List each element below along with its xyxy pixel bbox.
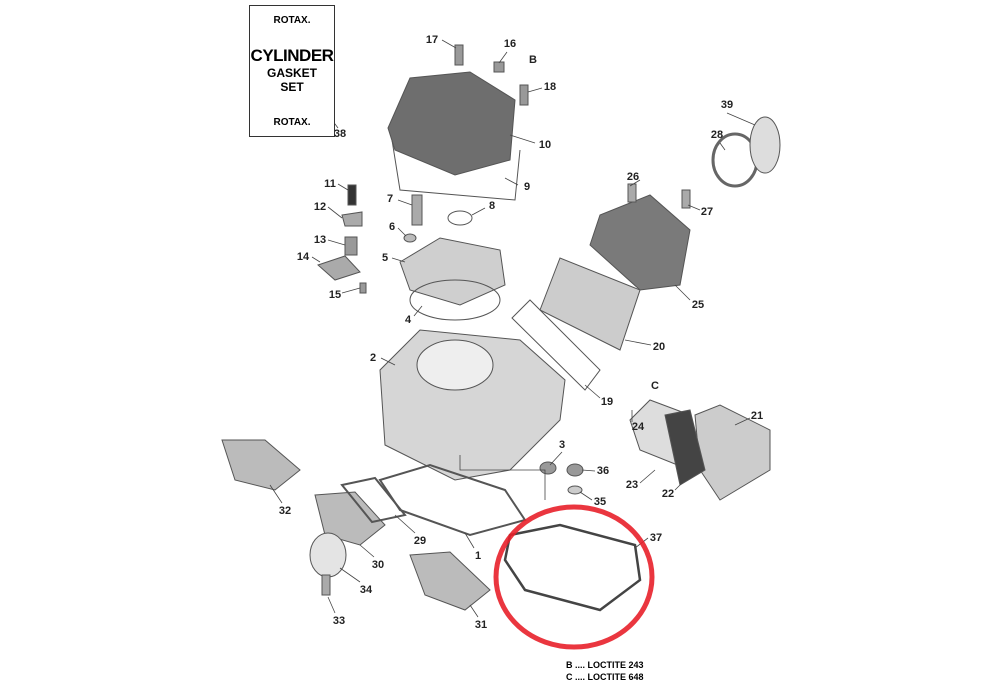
- callout-4: 4: [404, 314, 412, 326]
- callout-34: 34: [359, 584, 373, 596]
- cylinder-head: [399, 237, 506, 306]
- callout-1: 1: [474, 550, 482, 562]
- gasket-29: [340, 476, 407, 524]
- callout-c: C: [651, 380, 659, 392]
- card-line-3: SET: [280, 80, 304, 94]
- callout-2: 2: [369, 352, 377, 364]
- callout-33: 33: [332, 615, 346, 627]
- callout-21: 21: [750, 410, 764, 422]
- callout-16: 16: [503, 38, 517, 50]
- callout-22: 22: [661, 488, 675, 500]
- gasket-set-card: ROTAX. CYLINDER GASKET SET ROTAX.: [249, 5, 335, 137]
- callout-14: 14: [296, 251, 310, 263]
- callout-3: 3: [558, 439, 566, 451]
- card-line-2: GASKET: [266, 66, 317, 80]
- callout-7: 7: [386, 193, 394, 205]
- callout-8: 8: [488, 200, 496, 212]
- callout-23: 23: [625, 479, 639, 491]
- callout-37: 37: [649, 532, 663, 544]
- gasket-37: [503, 523, 642, 612]
- legend-b: B .... LOCTITE 243: [566, 660, 644, 670]
- callout-13: 13: [313, 234, 327, 246]
- callout-36: 36: [596, 465, 610, 477]
- cap: [749, 116, 781, 174]
- callout-35: 35: [593, 496, 607, 508]
- highlight-circle: [493, 504, 655, 650]
- legend: B .... LOCTITE 243 C .... LOCTITE 648: [566, 659, 644, 683]
- callout-12: 12: [313, 201, 327, 213]
- callout-31: 31: [474, 619, 488, 631]
- callout-17: 17: [425, 34, 439, 46]
- callout-32: 32: [278, 505, 292, 517]
- callout-5: 5: [381, 252, 389, 264]
- brand-logo: ROTAX.: [273, 117, 311, 128]
- callout-b: B: [529, 54, 537, 66]
- exhaust-flange-31: [409, 551, 491, 611]
- callout-28: 28: [710, 129, 724, 141]
- callout-19: 19: [600, 396, 614, 408]
- legend-c: C .... LOCTITE 648: [566, 672, 644, 682]
- brand-logo: ROTAX.: [273, 15, 311, 26]
- callout-25: 25: [691, 299, 705, 311]
- callout-9: 9: [523, 181, 531, 193]
- callout-26: 26: [626, 171, 640, 183]
- card-title: CYLINDER: [250, 46, 334, 65]
- exhaust-flange-32: [221, 439, 301, 491]
- intake-manifold: [589, 194, 691, 291]
- callout-38: 38: [333, 128, 347, 140]
- callout-10: 10: [538, 139, 552, 151]
- callout-30: 30: [371, 559, 385, 571]
- callout-39: 39: [720, 99, 734, 111]
- callout-20: 20: [652, 341, 666, 353]
- callout-6: 6: [388, 221, 396, 233]
- callout-29: 29: [413, 535, 427, 547]
- sleeve-34: [309, 532, 347, 578]
- callout-15: 15: [328, 289, 342, 301]
- callout-18: 18: [543, 81, 557, 93]
- callout-11: 11: [324, 178, 336, 190]
- cylinder-head-cover: [387, 71, 516, 176]
- callout-27: 27: [700, 206, 714, 218]
- callout-24: 24: [631, 421, 645, 433]
